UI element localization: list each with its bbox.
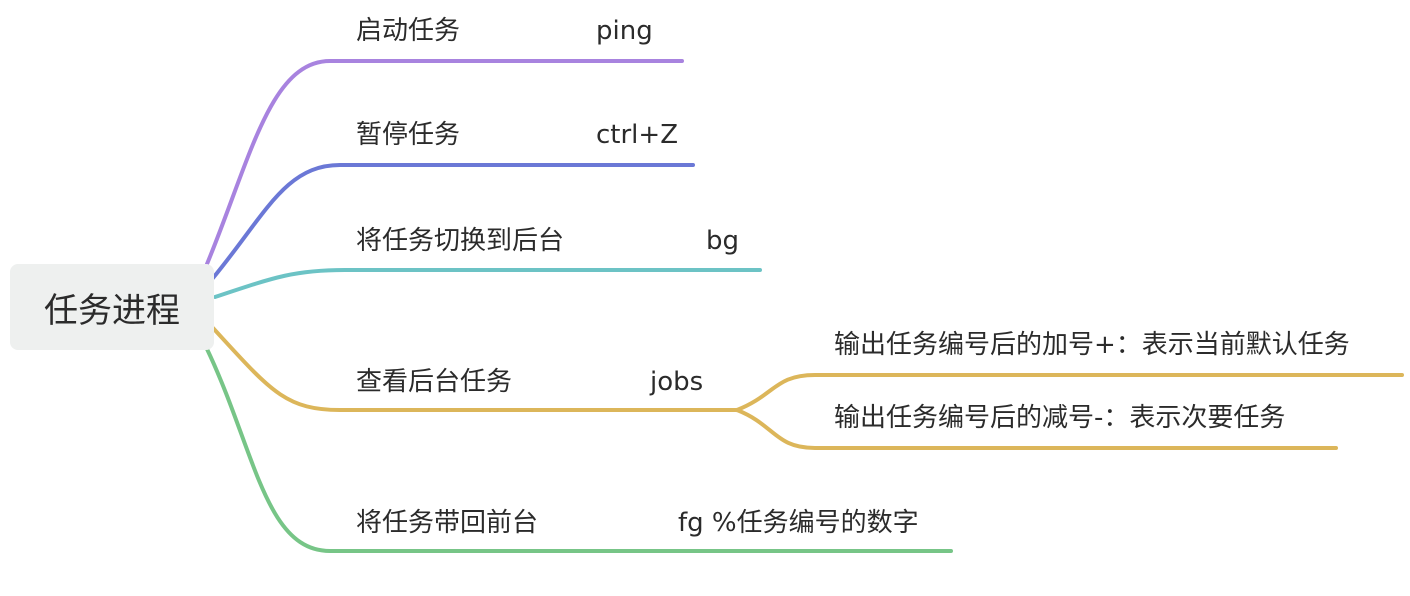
root-topic[interactable]: 任务进程 — [10, 264, 214, 350]
branch-label-jobs[interactable]: 查看后台任务 — [356, 367, 513, 397]
branch-label-background[interactable]: 将任务切换到后台 — [356, 226, 565, 256]
branch-line-pause — [211, 163, 695, 280]
branch-command-foreground[interactable]: fg %任务编号的数字 — [678, 508, 919, 538]
child-line-plus — [735, 373, 1404, 412]
branch-command-jobs[interactable]: jobs — [650, 367, 704, 397]
branch-line-foreground — [205, 347, 953, 553]
branch-label-foreground[interactable]: 将任务带回前台 — [356, 508, 539, 538]
branch-line-background — [213, 268, 762, 299]
branch-command-background[interactable]: bg — [706, 226, 740, 256]
root-topic-label: 任务进程 — [44, 290, 180, 331]
child-line-minus — [735, 408, 1338, 450]
branch-command-start[interactable]: ping — [596, 16, 653, 46]
child-label-plus[interactable]: 输出任务编号后的加号+：表示当前默认任务 — [834, 330, 1350, 360]
branch-line-start — [205, 59, 684, 266]
branch-command-pause[interactable]: ctrl+Z — [596, 120, 678, 150]
branch-label-pause[interactable]: 暂停任务 — [356, 120, 461, 150]
branch-line-jobs — [211, 326, 739, 412]
branch-label-start[interactable]: 启动任务 — [356, 16, 461, 46]
child-label-minus[interactable]: 输出任务编号后的减号-：表示次要任务 — [834, 403, 1286, 433]
